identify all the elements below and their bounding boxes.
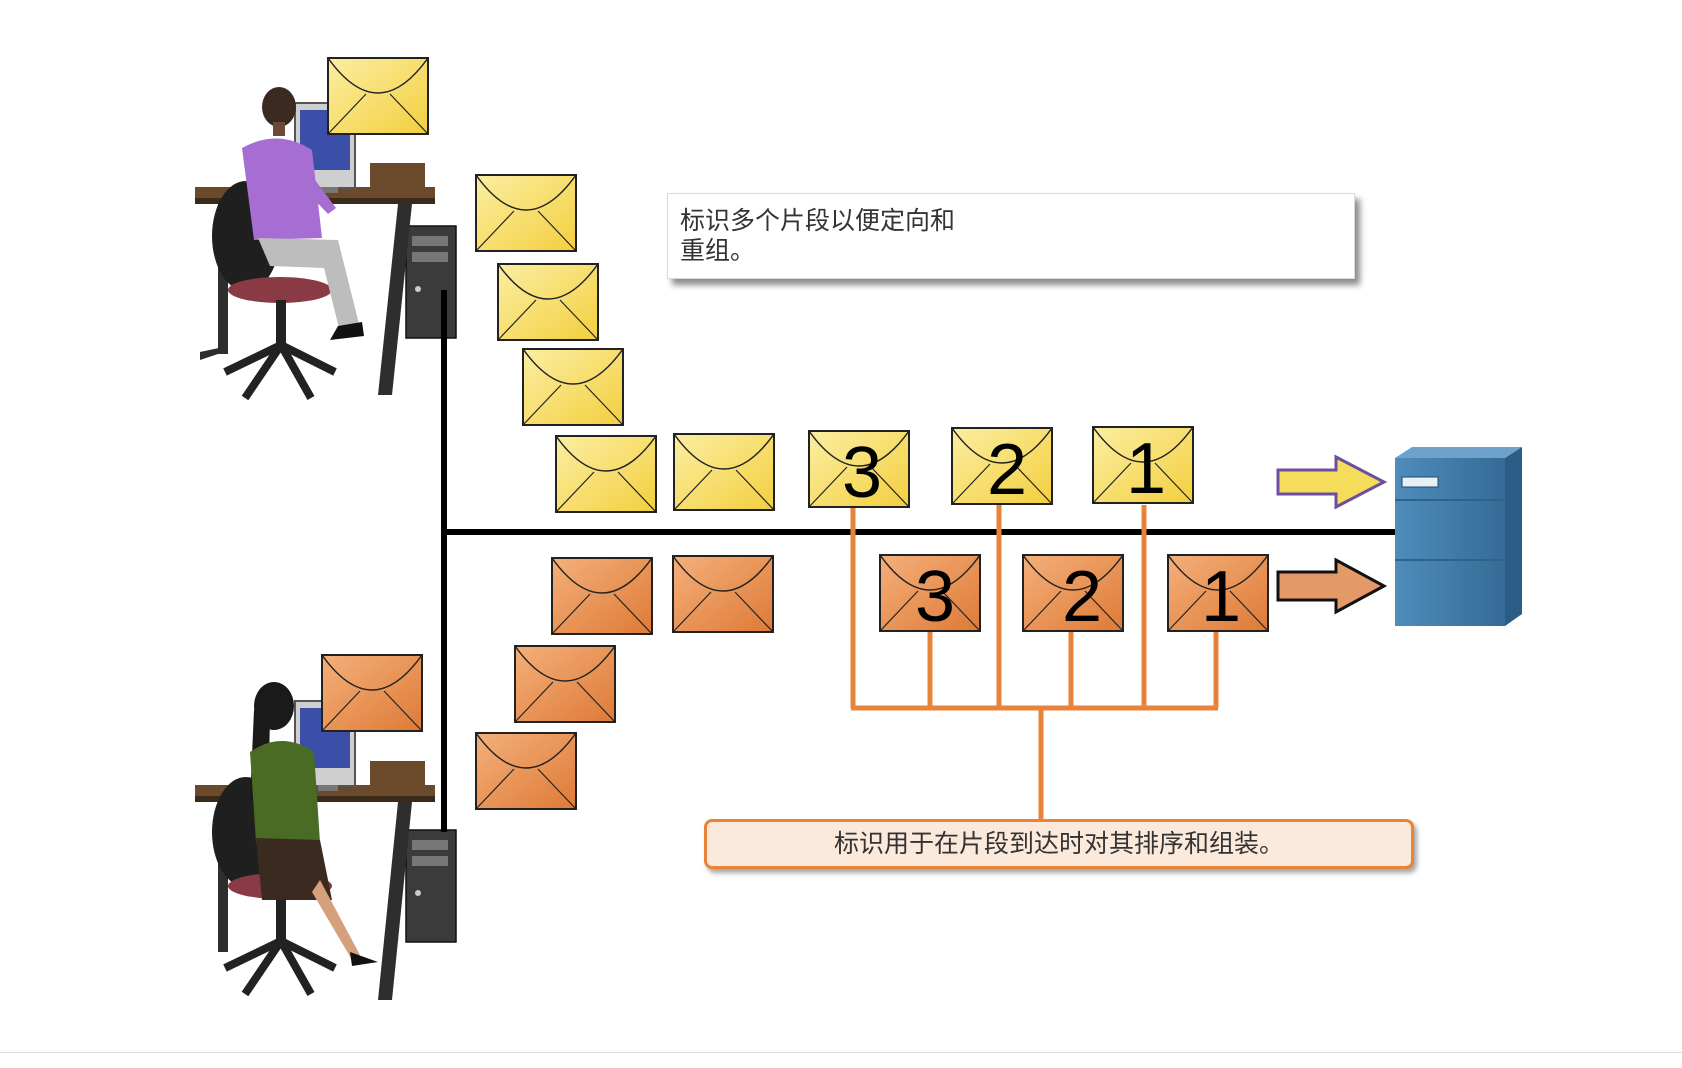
envelope-icon: [475, 732, 577, 810]
envelope-icon: [514, 645, 616, 723]
envelope-icon: [673, 433, 775, 511]
orange-arrow-icon: [1276, 557, 1388, 615]
envelope-icon: [327, 57, 429, 135]
envelope-icon: [555, 435, 657, 513]
envelope-icon: [551, 557, 653, 635]
envelope-icon: [497, 263, 599, 341]
segment-label-yellow-3: 3: [842, 433, 882, 513]
yellow-segments: 3 2 1: [327, 57, 1194, 513]
segment-label-orange-1: 1: [1201, 557, 1241, 637]
server-icon: [1395, 447, 1522, 626]
callout-identify-segments: 标识多个片段以便定向和 重组。: [667, 193, 1355, 279]
callout-top-line-1: 标识多个片段以便定向和: [680, 206, 956, 235]
envelope-icon: [672, 555, 774, 633]
orange-segments: 3 2 1: [321, 554, 1269, 810]
sender-top-workstation: [195, 87, 457, 401]
yellow-arrow-icon: [1276, 454, 1388, 510]
segment-label-yellow-2: 2: [987, 430, 1027, 510]
segment-label-yellow-1: 1: [1126, 429, 1166, 509]
callout-top-line-2: 重组。: [680, 236, 756, 265]
envelope-icon: [475, 174, 577, 252]
identifier-connector: [850, 505, 1219, 821]
segment-label-orange-2: 2: [1062, 557, 1102, 637]
bottom-divider: [0, 1052, 1682, 1053]
callout-sequence-assemble: 标识用于在片段到达时对其排序和组装。: [704, 819, 1414, 869]
envelope-icon: [321, 654, 423, 732]
envelope-icon: [522, 348, 624, 426]
segment-label-orange-3: 3: [915, 557, 955, 637]
